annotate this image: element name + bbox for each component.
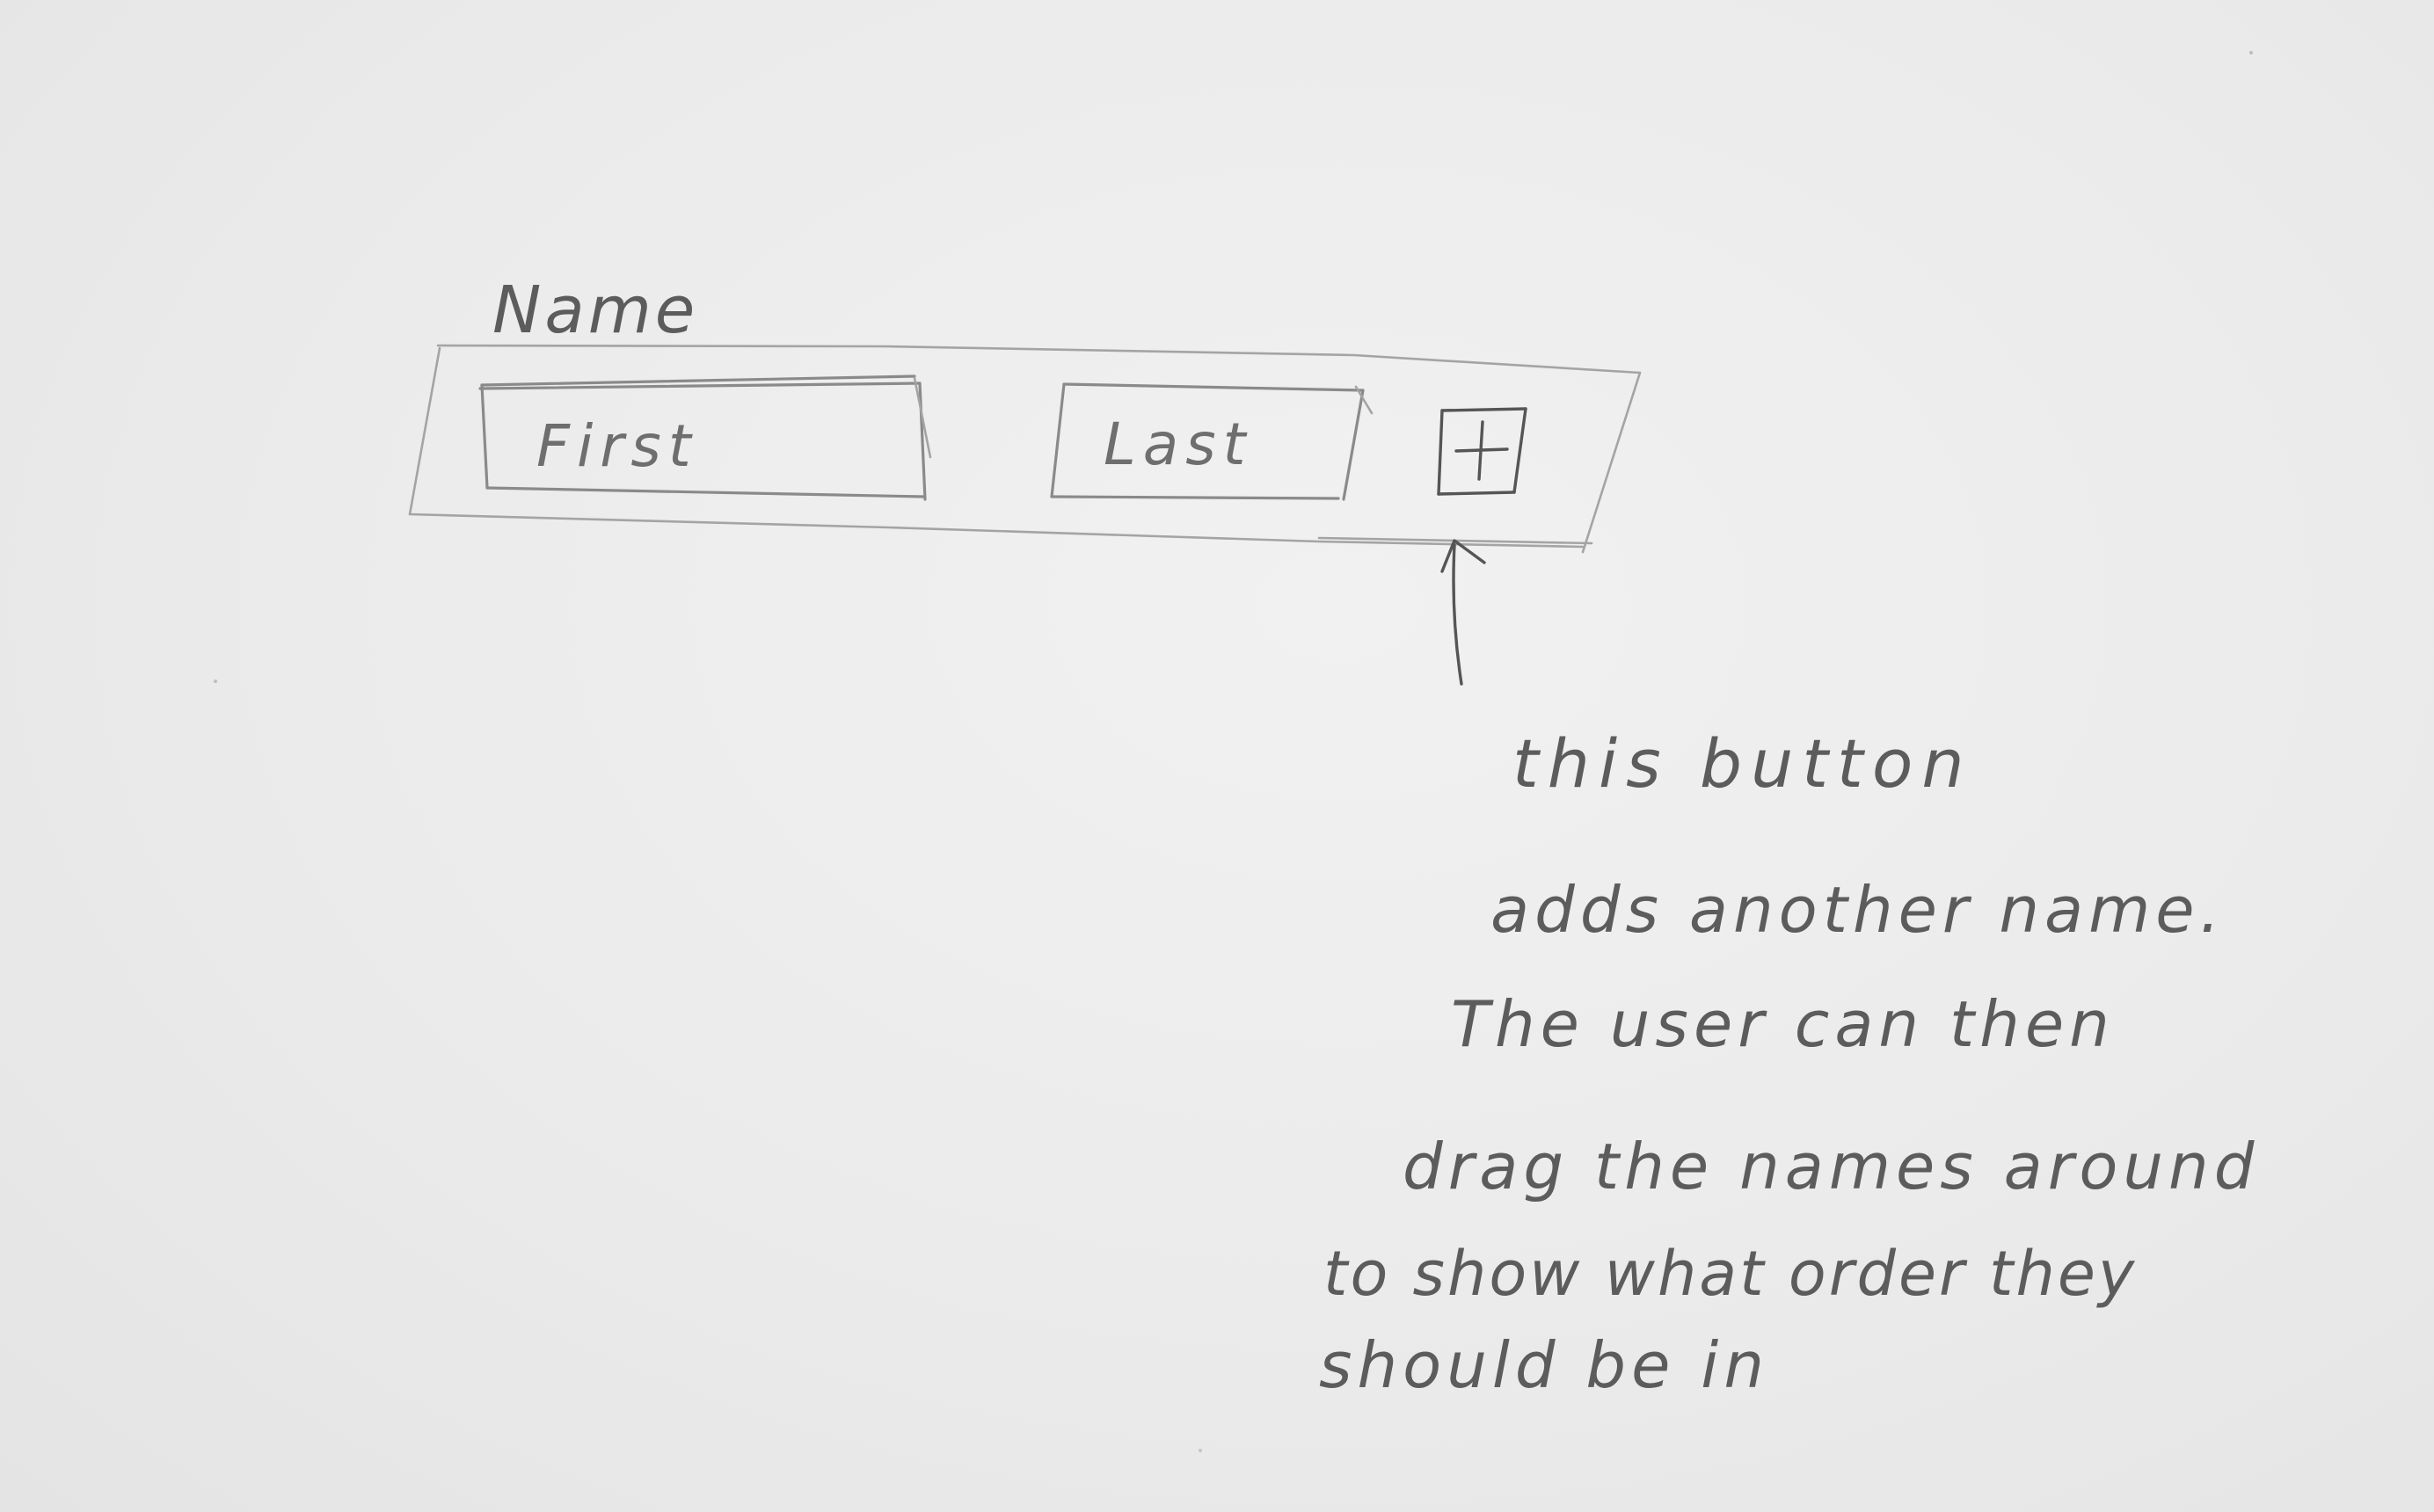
last-name-placeholder: Last [1104,411,1252,478]
annotation-line: drag the names around [1403,1130,2259,1203]
last-name-input[interactable]: Last [1050,382,1374,501]
annotation-note: this button adds another name. The user … [1319,724,2259,1402]
arrow-up-icon [1440,539,1486,686]
annotation-line: to show what order they [1323,1238,2137,1310]
add-name-button[interactable] [1437,407,1527,496]
name-field-group [408,344,1642,554]
annotation-line: The user can then [1451,987,2115,1061]
plus-icon [1454,420,1509,481]
annotation-line: this button [1512,724,1973,803]
annotation-line: should be in [1319,1328,1769,1402]
first-name-placeholder: First [536,412,698,480]
field-label: Name [492,273,698,348]
first-name-input[interactable]: First [478,374,932,501]
annotation-line: adds another name. [1490,873,2225,947]
